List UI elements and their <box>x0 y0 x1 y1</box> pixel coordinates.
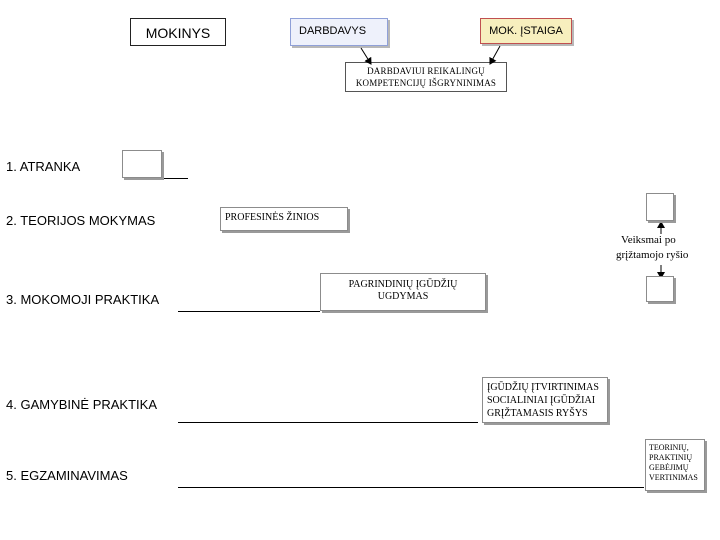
competences-line-2: KOMPETENCIJŲ IŠGRYNINIMAS <box>355 78 497 88</box>
feedback-note-line-2: grįžtamojo ryšio <box>616 249 689 261</box>
evaluation-line-3: GEBĖJIMŲ <box>649 463 689 472</box>
institution-label: MOK. ĮSTAIGA <box>489 25 563 37</box>
skills-consolidation-line-2: SOCIALINIAI ĮGŪDŽIAI <box>487 395 596 406</box>
employer-label: DARBDAVYS <box>299 25 367 37</box>
stage-3-line <box>178 311 320 312</box>
employer-box: DARBDAVYS <box>290 18 388 46</box>
employer-arrow <box>360 47 372 65</box>
feedback-box-bottom <box>646 276 674 302</box>
stage-4-line <box>178 422 478 423</box>
stage-3-label: 3. MOKOMOJI PRAKTIKA <box>6 292 160 307</box>
stage-1-line <box>162 178 188 179</box>
basic-skills-line-1: PAGRINDINIŲ ĮGŪDŽIŲ <box>348 279 458 290</box>
competences-box: DARBDAVIUI REIKALINGŲ KOMPETENCIJŲ IŠGRY… <box>345 62 507 92</box>
evaluation-line-1: TEORINIŲ, <box>649 443 689 452</box>
institution-arrow <box>489 45 501 65</box>
feedback-note: Veiksmai po grįžtamojo ryšio <box>616 233 688 263</box>
evaluation-line-4: VERTINIMAS <box>649 473 698 482</box>
skills-consolidation-box: ĮGŪDŽIŲ ĮTVIRTINIMAS SOCIALINIAI ĮGŪDŽIA… <box>482 377 608 423</box>
student-box: MOKINYS <box>130 18 226 46</box>
evaluation-box: TEORINIŲ, PRAKTINIŲ GEBĖJIMŲ VERTINIMAS <box>645 439 705 491</box>
competences-line-1: DARBDAVIUI REIKALINGŲ <box>367 66 485 76</box>
feedback-box-top <box>646 193 674 221</box>
evaluation-line-2: PRAKTINIŲ <box>649 453 693 462</box>
skills-consolidation-line-1: ĮGŪDŽIŲ ĮTVIRTINIMAS <box>487 382 599 393</box>
student-label: MOKINYS <box>145 25 211 41</box>
stage-2-label: 2. TEORIJOS MOKYMAS <box>6 213 156 228</box>
stage-4-label: 4. GAMYBINĖ PRAKTIKA <box>6 397 157 412</box>
professional-knowledge-label: PROFESINĖS ŽINIOS <box>225 212 320 223</box>
basic-skills-line-2: UGDYMAS <box>377 291 429 302</box>
selection-box <box>122 150 162 178</box>
stage-1-label: 1. ATRANKA <box>6 159 81 174</box>
skills-consolidation-line-3: GRĮŽTAMASIS RYŠYS <box>487 408 588 419</box>
professional-knowledge-box: PROFESINĖS ŽINIOS <box>220 207 348 231</box>
stage-5-label: 5. EGZAMINAVIMAS <box>6 468 128 483</box>
feedback-note-line-1: Veiksmai po <box>621 234 676 246</box>
institution-box: MOK. ĮSTAIGA <box>480 18 572 44</box>
stage-5-line <box>178 487 644 488</box>
basic-skills-box: PAGRINDINIŲ ĮGŪDŽIŲ UGDYMAS <box>320 273 486 311</box>
